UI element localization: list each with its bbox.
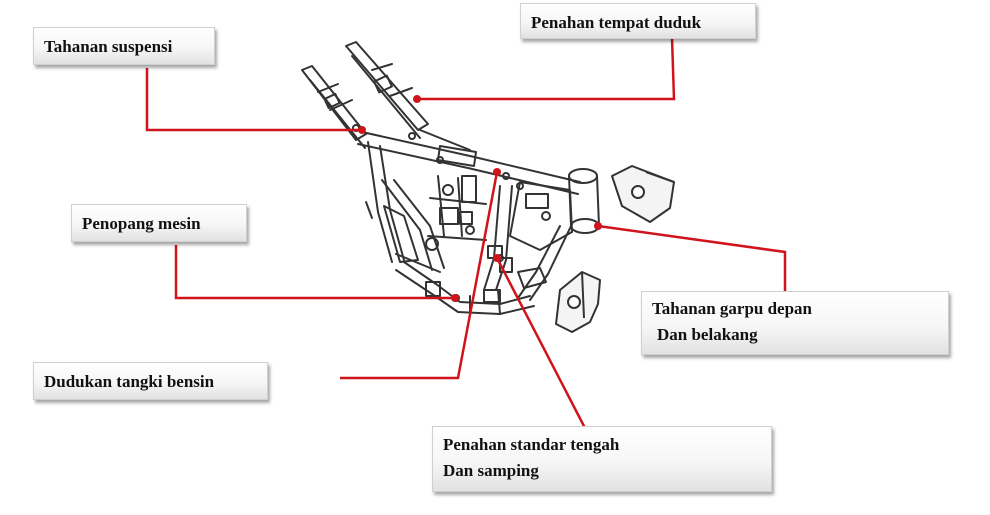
- dot-fuel-tank: [493, 168, 501, 176]
- leader-dots: [358, 95, 602, 302]
- dot-engine: [451, 294, 459, 302]
- label-fork: Tahanan garpu depan Dan belakang: [641, 291, 949, 355]
- label-seat: Penahan tempat duduk: [520, 3, 756, 39]
- dot-fork: [594, 222, 602, 230]
- dot-stand: [493, 254, 501, 262]
- label-stand-text-line1: Penahan standar tengah: [443, 435, 620, 454]
- label-engine-text: Penopang mesin: [82, 214, 201, 233]
- label-suspension: Tahanan suspensi: [33, 27, 215, 65]
- label-engine: Penopang mesin: [71, 204, 247, 242]
- leader-fork: [597, 224, 787, 292]
- label-stand-text-line2: Dan samping: [443, 461, 539, 480]
- label-suspension-text: Tahanan suspensi: [44, 37, 173, 56]
- leader-stand: [495, 257, 588, 431]
- leader-seat: [417, 37, 676, 101]
- label-stand: Penahan standar tengah Dan samping: [432, 426, 772, 492]
- leader-suspension: [145, 68, 362, 132]
- detached-bracket-upper: [611, 165, 675, 223]
- label-seat-text: Penahan tempat duduk: [531, 13, 702, 32]
- motorcycle-frame: [301, 41, 600, 315]
- detached-bracket-lower: [555, 271, 601, 333]
- leader-lines: [145, 37, 787, 431]
- label-fork-text-line2: Dan belakang: [657, 325, 758, 344]
- leader-engine: [174, 245, 455, 300]
- label-fuel-tank: Dudukan tangki bensin: [33, 362, 268, 400]
- dot-suspension: [358, 126, 366, 134]
- label-fuel-tank-text: Dudukan tangki bensin: [44, 372, 215, 391]
- dot-seat: [413, 95, 421, 103]
- leader-fuel-tank: [340, 171, 499, 380]
- label-fork-text-line1: Tahanan garpu depan: [652, 299, 813, 318]
